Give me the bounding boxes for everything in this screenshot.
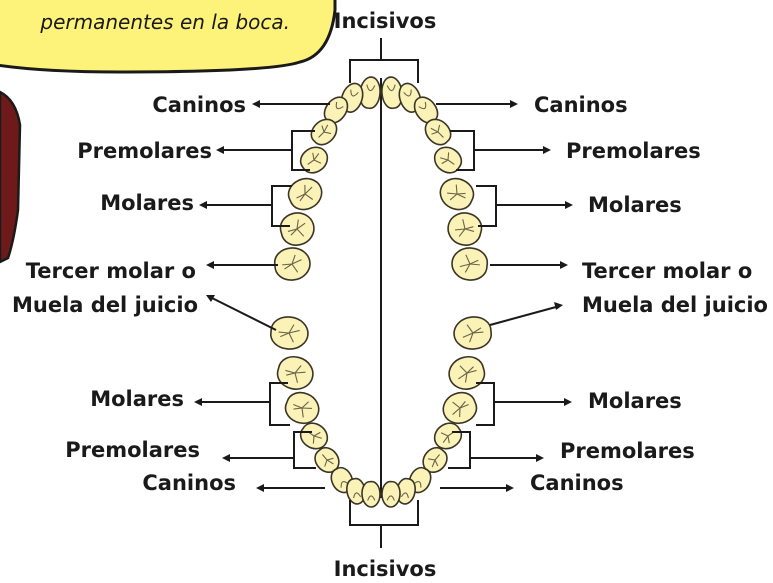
tooth-i-0 [359, 76, 381, 110]
character-figure [0, 90, 22, 264]
tooth-p-11 [424, 118, 452, 146]
tooth-c-2 [323, 96, 349, 124]
bracket-lines [194, 38, 573, 548]
label-incisivos-bottom: Incisivos [334, 557, 437, 581]
bubble-text: permanentes en la boca. [39, 10, 290, 34]
tooth-m-24 [453, 316, 493, 350]
label-caninos-bottom-right: Caninos [530, 471, 624, 495]
tooth-m-13 [439, 177, 475, 211]
tooth-p-20 [314, 446, 340, 473]
tooth-m-25 [448, 356, 486, 390]
tooth-m-16 [269, 316, 309, 350]
speech-bubble [0, 0, 337, 74]
label-muela-juicio-left: Muela del juicio [12, 293, 198, 317]
tooth-p-19 [299, 422, 329, 450]
label-molares-bottom-left: Molares [90, 387, 184, 411]
tooth-m-6 [279, 212, 315, 246]
tooth-m-15 [451, 247, 489, 281]
tooth-i-23 [361, 480, 381, 508]
tooth-m-26 [442, 391, 478, 425]
label-caninos-top-right: Caninos [534, 93, 628, 117]
tooth-m-18 [284, 391, 320, 425]
label-premolares-bottom-right: Premolares [560, 439, 695, 463]
tooth-i-22 [346, 477, 366, 505]
teeth-group [269, 76, 493, 508]
label-premolares-top-left: Premolares [77, 139, 212, 163]
tooth-m-17 [276, 356, 314, 390]
label-premolares-top-right: Premolares [566, 139, 701, 163]
label-molares-top-left: Molares [100, 191, 194, 215]
tooth-i-31 [381, 480, 401, 508]
label-caninos-top-left: Caninos [152, 93, 246, 117]
label-incisivos-top: Incisivos [334, 9, 437, 33]
label-molares-bottom-right: Molares [588, 389, 682, 413]
label-tercer-molar-left: Tercer molar o [26, 259, 196, 283]
tooth-m-14 [447, 212, 483, 246]
label-molares-top-right: Molares [588, 193, 682, 217]
label-caninos-bottom-left: Caninos [142, 471, 236, 495]
tooth-p-28 [422, 446, 448, 473]
label-tercer-molar-right: Tercer molar o [582, 259, 752, 283]
tooth-p-3 [310, 118, 338, 146]
tooth-p-12 [433, 146, 463, 174]
tooth-m-5 [287, 177, 323, 211]
label-premolares-bottom-left: Premolares [65, 438, 200, 462]
label-muela-juicio-right: Muela del juicio [582, 293, 768, 317]
tooth-m-7 [273, 247, 311, 281]
tooth-p-4 [299, 146, 329, 174]
